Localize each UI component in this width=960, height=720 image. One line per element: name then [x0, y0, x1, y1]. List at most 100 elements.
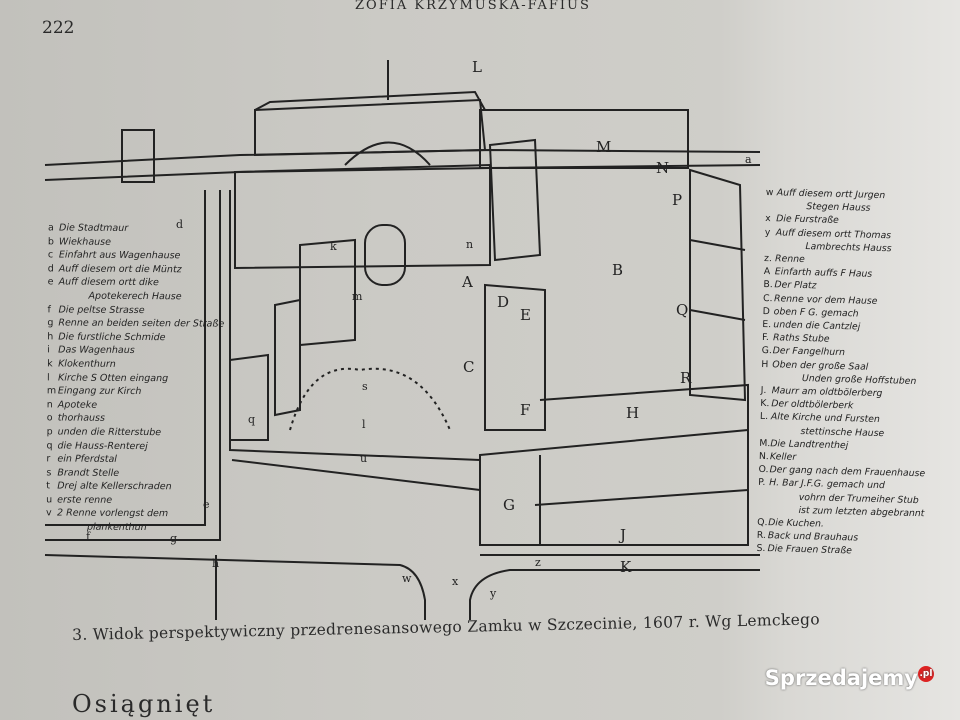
legend-text: Die Furstraße [775, 213, 839, 227]
legend-key: P. [758, 477, 766, 489]
legend-text: unden die Ritterstube [57, 426, 162, 439]
legend-text: Wiekhause [58, 236, 112, 248]
legend-key: v [46, 507, 52, 519]
legend-key: E. [762, 318, 772, 331]
label-z: z [535, 556, 541, 569]
label-u: u [360, 452, 367, 465]
label-k: k [330, 240, 337, 253]
legend-key: N. [758, 450, 769, 463]
legend-text: H. Bar J.F.G. gemach und [769, 477, 886, 492]
label-R: R [680, 369, 692, 387]
legend-text: plankenthun [86, 521, 147, 534]
label-q: q [248, 413, 255, 426]
body-text-fragment: Osiągnięt [72, 690, 216, 718]
legend-key: p [46, 426, 53, 438]
label-E: E [520, 306, 531, 324]
label-M: M [596, 138, 611, 156]
label-g: g [170, 532, 177, 545]
label-N: N [656, 159, 669, 177]
legend-text: Apoteke [57, 399, 98, 411]
legend-text: Die peltse Strasse [58, 304, 145, 316]
legend-key: b [47, 235, 55, 248]
legend-text: oben F G. gemach [773, 306, 859, 320]
legend-text: Auff diesem ortt dike [58, 276, 159, 289]
legend-key: x [764, 213, 771, 225]
legend-text: Oben der große Saal [772, 358, 869, 373]
label-m: m [352, 290, 363, 303]
courtyard-wall [229, 190, 481, 461]
legend-entry: r ein Pferdstal [46, 452, 223, 467]
legend-key: G. [761, 345, 772, 357]
legend-key: f [47, 303, 51, 315]
legend-key: g [47, 317, 54, 329]
legend-key: S. [756, 543, 766, 555]
legend-text: Apotekerech Hause [88, 290, 182, 303]
legend-entry: f Die peltse Strasse [47, 303, 224, 318]
legend-key: A [763, 266, 771, 278]
legend-entry: Apotekerech Hause [48, 289, 225, 304]
legend-key: C. [762, 292, 773, 304]
label-B: B [612, 261, 623, 279]
gate-arch [364, 224, 406, 286]
label-a: a [745, 153, 752, 166]
legend-key: d [47, 263, 54, 275]
legend-text: Auff diesem ortt Thomas [775, 226, 892, 241]
legend-text: Die furstliche Schmide [58, 331, 166, 343]
legend-text: Eingang zur Kirch [57, 385, 142, 398]
road-left [45, 190, 206, 526]
running-head: ZOFIA KRZYMUSKA-FAFIUS [355, 0, 591, 13]
legend-text: 2 Renne vorlengst dem [57, 507, 169, 520]
page-number: 222 [42, 18, 75, 38]
legend-text: unden die Cantzlej [773, 319, 861, 333]
legend-key: F. [761, 332, 769, 344]
legend-text: thorhauss [57, 412, 105, 425]
legend-key: k [47, 358, 53, 370]
drawing-lines [44, 60, 761, 620]
label-C: C [463, 358, 474, 376]
label-n: n [466, 238, 473, 251]
legend-key: s [46, 467, 52, 479]
legend-key: r [46, 453, 51, 465]
legend-entry: g Renne an beiden seiten der Straße [47, 317, 224, 332]
legend-text: Auff diesem ortt Jurgen [776, 187, 886, 202]
legend-entry: h Die furstliche Schmide [47, 330, 224, 345]
legend-entry: plankenthun [46, 520, 223, 535]
watermark-badge: .pl [918, 666, 934, 682]
label-D: D [497, 293, 509, 311]
diagram-labels: L M N P A B C D E F G H J K Q R a d e f … [86, 58, 752, 600]
legend-key: K. [760, 398, 770, 410]
legend-entry: e Auff diesem ortt dike [48, 276, 225, 291]
legend-text: erste renne [57, 494, 113, 506]
legend-text: ein Pferdstal [57, 453, 117, 465]
legend-key: n [46, 399, 53, 411]
legend-key: e [47, 276, 54, 288]
legend-text: Das Wagenhaus [58, 344, 135, 357]
legend-text: Die Kuchen. [768, 517, 825, 530]
legend-text: Renne an beiden seiten der Straße [58, 317, 225, 330]
legend-key: z. [763, 252, 773, 265]
legend-key: R. [756, 530, 767, 542]
legend-key: L. [759, 411, 769, 423]
building-q [229, 353, 269, 441]
label-P: P [672, 191, 682, 209]
legend-key: a [48, 222, 54, 234]
legend-key: Q. [757, 516, 768, 529]
legend-text: Renne [774, 253, 805, 266]
legend-text: Drej alte Kellerschraden [57, 480, 172, 493]
legend-key: h [47, 331, 54, 343]
legend-text: Stegen Hauss [806, 201, 871, 214]
label-F: F [520, 401, 530, 419]
legend-text: Der Platz [774, 279, 817, 292]
label-x: x [452, 575, 459, 588]
legend-entry: n Apoteke [47, 398, 224, 413]
label-d: d [176, 218, 183, 231]
